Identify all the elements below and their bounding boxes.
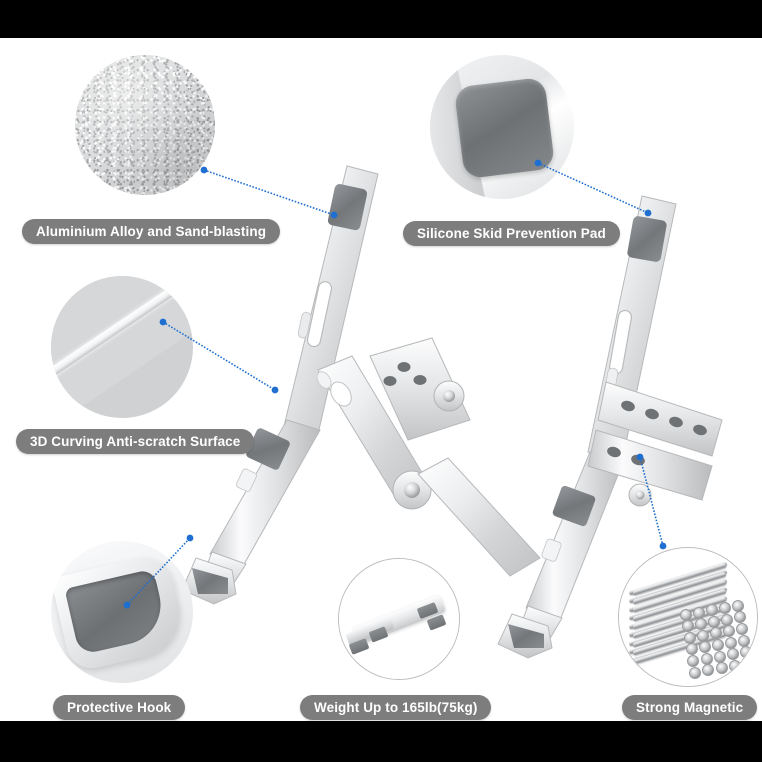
callout-circle-aluminium-alloy [75, 55, 215, 195]
connector-curving [159, 318, 279, 394]
magnet-rod-face [726, 648, 739, 661]
magnet-rod-face [732, 599, 745, 612]
stand-center-brace-left [316, 355, 431, 503]
magnet-rod-face [689, 666, 702, 679]
callout-circle-protective-hook [51, 541, 193, 683]
magnet-rod-face [724, 636, 737, 649]
connector-magnetic [636, 453, 667, 550]
silicone-pad-closeup [430, 55, 574, 199]
magnet-rod-face [736, 623, 749, 636]
magnet-rod-face [683, 631, 696, 644]
connector-aluminium [200, 166, 338, 219]
magnet-rod-face [711, 639, 724, 652]
stand-center-pivot-hub [392, 470, 432, 510]
magnet-rod-face [741, 657, 754, 670]
protective-hook-closeup [51, 541, 193, 683]
connector-silicone-start-dot [534, 159, 542, 167]
feature-label-aluminium-alloy: Aluminium Alloy and Sand-blasting [22, 219, 281, 244]
feature-label-strong-magnetic: Strong Magnetic [622, 695, 758, 720]
folded-stand-illustration [339, 559, 459, 679]
stand-upper-pivot-hub [433, 380, 465, 412]
stand-right-lower-leg [525, 451, 625, 621]
magnet-rod-face [679, 608, 692, 621]
connector-hook-start-dot [123, 601, 131, 609]
stand-left-lower-leg [209, 419, 321, 567]
callout-circle-curving-surface [51, 276, 193, 418]
feature-label-curving-surface: 3D Curving Anti-scratch Surface [16, 429, 255, 454]
stand-right-foot [497, 605, 563, 659]
feature-label-silicone-pad: Silicone Skid Prevention Pad [403, 221, 620, 246]
stand-right-pivot-hub [628, 483, 652, 507]
letterbox-bar-top [0, 0, 762, 38]
magnet-rod-face [685, 643, 698, 656]
feature-label-protective-hook: Protective Hook [53, 695, 186, 720]
connector-silicone [534, 159, 652, 217]
stand-center-plate [369, 337, 471, 441]
magnet-rod-face [713, 650, 726, 663]
connector-magnetic-start-dot [659, 542, 667, 550]
connector-aluminium-end-dot [330, 211, 338, 219]
magnet-rod-face [734, 611, 747, 624]
magnet-rod-face [696, 629, 709, 642]
stand-right-notch-bar [597, 381, 723, 457]
callout-circle-weight-capacity [338, 558, 460, 680]
magnet-rod-face [728, 660, 741, 673]
connector-hook [123, 534, 194, 609]
laptop-stand-illustration [181, 165, 723, 659]
magnet-rod-face [707, 615, 720, 628]
magnet-rod-face [739, 646, 752, 659]
curved-edge-closeup [51, 276, 193, 418]
connector-curving-start-dot [159, 318, 167, 326]
connector-curving-end-dot [271, 386, 279, 394]
magnet-rod-face [700, 652, 713, 665]
connector-silicone-end-dot [644, 209, 652, 217]
magnet-rod-face [692, 606, 705, 619]
infographic-canvas: Aluminium Alloy and Sand-blasting Silico… [0, 38, 762, 721]
letterbox-bar-bottom [0, 721, 762, 762]
magnet-rod-face [687, 655, 700, 668]
magnet-rod-face [705, 604, 718, 617]
magnet-rod-face [720, 613, 733, 626]
sandblasted-texture [75, 55, 215, 195]
magnet-rod-face [737, 634, 750, 647]
magnet-rod-face [722, 625, 735, 638]
magnet-rod-face [694, 618, 707, 631]
magnet-rod-face [719, 602, 732, 615]
connector-lines [123, 159, 667, 609]
connector-hook-end-dot [186, 534, 194, 542]
connector-aluminium-start-dot [200, 166, 208, 174]
magnet-rod-face [709, 627, 722, 640]
stand-foot-hook [181, 551, 247, 605]
feature-label-weight-capacity: Weight Up to 165lb(75kg) [300, 695, 492, 720]
magnet-rod-face [715, 662, 728, 675]
stand-center-brace-right [417, 457, 541, 577]
callout-circle-strong-magnetic [618, 547, 758, 687]
callout-circle-silicone-pad [430, 55, 574, 199]
connector-magnetic-end-dot [636, 453, 644, 461]
magnet-rods-stack [619, 548, 757, 686]
stand-left-upper-arm [283, 165, 379, 435]
magnet-rod-face [698, 641, 711, 654]
magnet-rod-face [681, 620, 694, 633]
